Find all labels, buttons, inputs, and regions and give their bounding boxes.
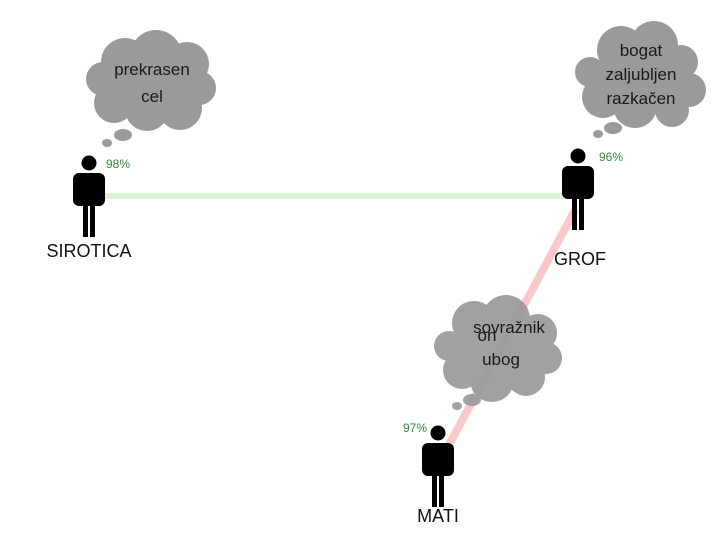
character-name: SIROTICA — [46, 241, 131, 261]
percent-label: 98% — [106, 157, 130, 171]
thought-text-overlap: on — [478, 326, 497, 345]
thought-cloud-relation: sovražnik on ubog — [434, 295, 562, 410]
thought-cloud-sirotica: prekrasen cel — [86, 30, 216, 147]
character-name: GROF — [554, 249, 606, 269]
percent-label: 97% — [403, 421, 427, 435]
percent-label: 96% — [599, 150, 623, 164]
character-mati: 97% MATI — [403, 421, 459, 526]
thought-text: cel — [141, 87, 163, 106]
thought-text: sovražnik — [473, 318, 545, 337]
person-icon — [73, 155, 105, 237]
character-sirotica: 98% SIROTICA — [46, 155, 132, 261]
thought-text: razkačen — [607, 89, 676, 108]
character-grof: 96% GROF — [554, 148, 623, 269]
thought-cloud-grof: bogat zaljubljen razkačen — [575, 21, 706, 138]
thought-text: prekrasen — [114, 60, 190, 79]
thought-text: ubog — [482, 350, 520, 369]
thought-text: zaljubljen — [606, 65, 677, 84]
thought-text: bogat — [620, 41, 663, 60]
character-name: MATI — [417, 506, 459, 526]
